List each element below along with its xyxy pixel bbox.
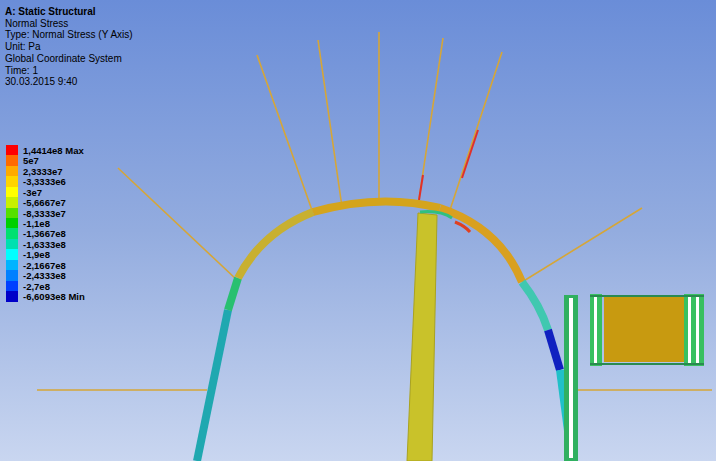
legend-swatch	[6, 176, 18, 187]
legend-swatch	[6, 187, 18, 198]
cable-lines	[37, 32, 712, 390]
legend-value: -3e7	[23, 187, 42, 198]
legend-swatch	[6, 145, 18, 156]
header-text: Unit: Pa	[5, 41, 41, 53]
arch-detail	[420, 212, 452, 218]
legend-value: -1,1e8	[23, 218, 50, 229]
side-block	[590, 294, 704, 366]
legend-value: 2,3333e7	[23, 166, 63, 177]
legend-swatch	[6, 166, 18, 177]
legend-value: -2,1667e8	[23, 260, 66, 271]
legend-value: -1,3667e8	[23, 228, 66, 239]
legend-swatch	[6, 281, 18, 292]
header-text: Global Coordinate System	[5, 53, 122, 65]
header-text: Type: Normal Stress (Y Axis)	[5, 29, 133, 41]
right-column	[569, 298, 573, 458]
legend-swatch	[6, 228, 18, 239]
legend-value: -6,6093e8 Min	[23, 291, 85, 302]
legend-swatch	[6, 260, 18, 271]
legend-swatch	[6, 208, 18, 219]
legend-value: -8,3333e7	[23, 208, 66, 219]
legend-value: -2,4333e8	[23, 270, 66, 281]
header-text: Time: 1	[5, 65, 38, 77]
arch	[197, 201, 572, 461]
legend-swatch	[6, 218, 18, 229]
center-column	[407, 213, 437, 461]
legend-value: -1,9e8	[23, 249, 50, 260]
header-text: A: Static Structural	[5, 6, 96, 18]
legend-swatch	[6, 155, 18, 166]
legend-value: -2,7e8	[23, 281, 50, 292]
right-column	[564, 295, 578, 461]
header-text: Normal Stress	[5, 18, 68, 30]
legend-value: -1,6333e8	[23, 239, 66, 250]
legend-value: 5e7	[23, 155, 39, 166]
legend-swatch	[6, 270, 18, 281]
legend-value: 1,4414e8 Max	[23, 145, 84, 156]
arch-detail	[455, 222, 470, 232]
legend-value: -3,3333e6	[23, 176, 66, 187]
legend-value: -5,6667e7	[23, 197, 66, 208]
legend-swatch	[6, 239, 18, 250]
legend-swatch	[6, 249, 18, 260]
legend-swatch	[6, 291, 18, 302]
stress-hotspots	[419, 130, 478, 200]
legend-swatch	[6, 197, 18, 208]
header-text: 30.03.2015 9:40	[5, 76, 77, 88]
